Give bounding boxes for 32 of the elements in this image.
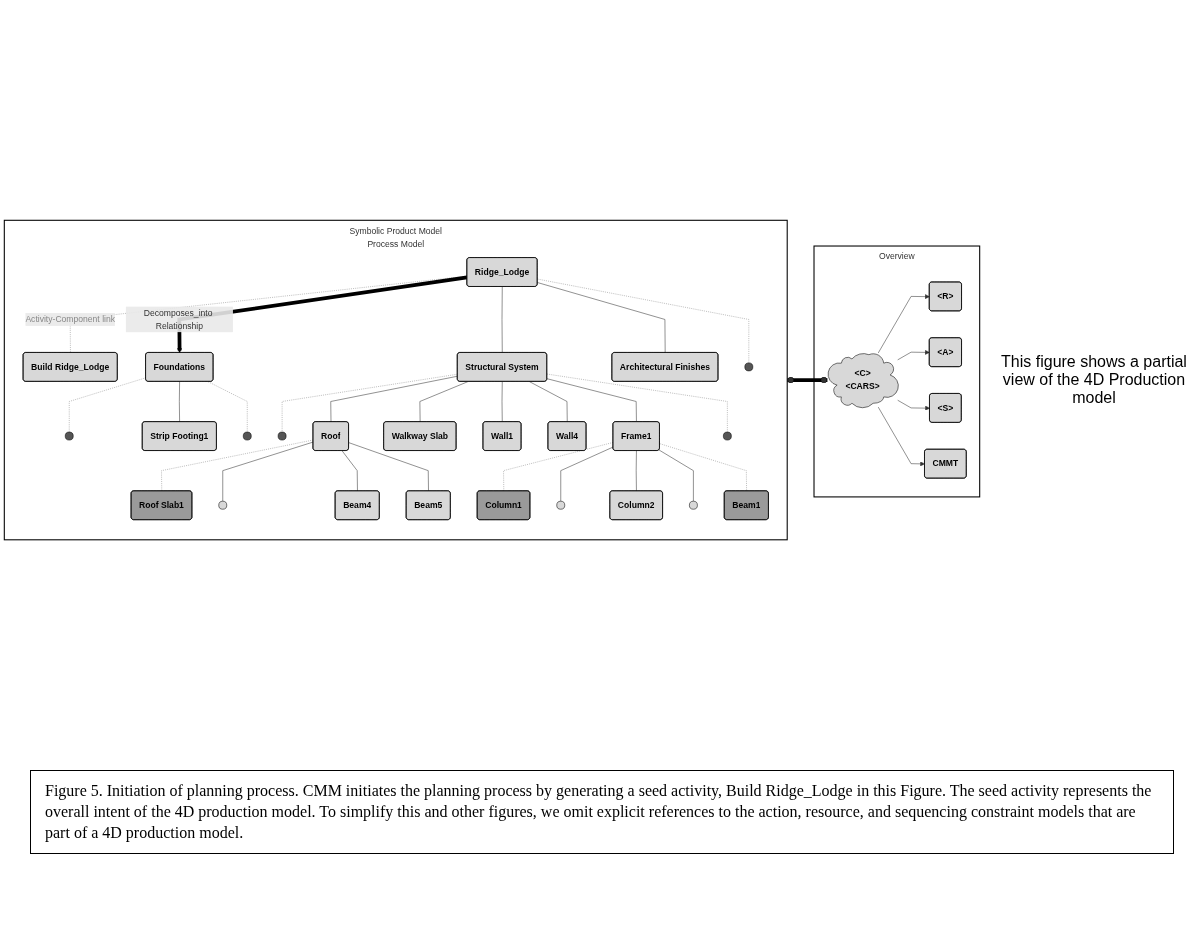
connector bbox=[537, 278, 750, 364]
connector bbox=[501, 286, 503, 353]
connector bbox=[179, 381, 180, 423]
connector bbox=[68, 377, 147, 433]
node-circle bbox=[242, 431, 252, 441]
node-circle bbox=[744, 362, 754, 372]
connector bbox=[419, 381, 469, 423]
connector bbox=[635, 450, 637, 492]
node-circle bbox=[277, 431, 287, 441]
connector bbox=[503, 442, 614, 492]
node-circle bbox=[556, 500, 566, 510]
connector bbox=[281, 373, 458, 433]
connector bbox=[222, 441, 314, 502]
connector bbox=[537, 282, 666, 353]
edge-label: Decomposes_into Relationship bbox=[143, 308, 213, 331]
connector bbox=[341, 450, 358, 492]
node-circle bbox=[218, 500, 228, 510]
node-circle bbox=[723, 431, 732, 441]
node-circle bbox=[689, 500, 698, 510]
connector bbox=[560, 446, 614, 502]
connector bbox=[330, 375, 458, 423]
figure-caption: Figure 5. Initiation of planning process. CMM initiates the planning process by generating a seed activity, Build Ridge_Lodge in this Figure. The seed activity represents the overall intent of the 4D production model. To simplify this and other figures, we omit explicit references to the action, resource, and sequencing constraint models that are part of a 4D production model. bbox=[30, 770, 1174, 855]
node-circle bbox=[64, 431, 74, 441]
connector bbox=[529, 381, 568, 423]
connector bbox=[787, 376, 828, 384]
connector bbox=[546, 378, 637, 423]
note-text: This figure shows a partial view of the 4D Production model bbox=[1000, 353, 1188, 407]
connector bbox=[348, 442, 429, 492]
edge-label: Activity-Component link bbox=[25, 314, 115, 324]
connector bbox=[161, 439, 314, 492]
connector bbox=[501, 381, 503, 423]
connector bbox=[659, 443, 747, 492]
